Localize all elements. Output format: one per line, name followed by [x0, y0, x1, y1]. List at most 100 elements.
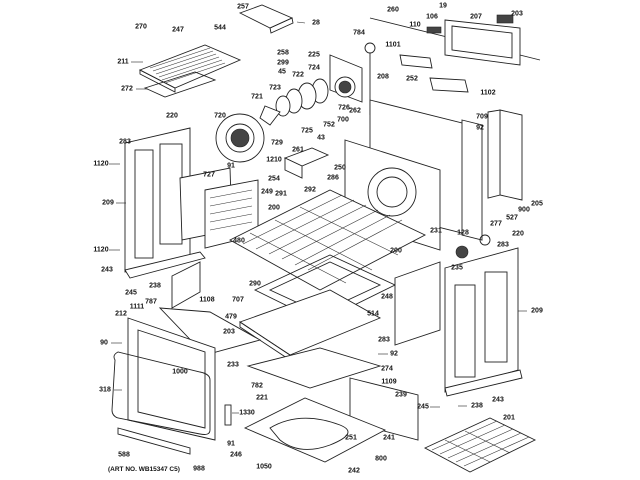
part-label-283: 283	[119, 138, 131, 146]
part-label-128: 128	[457, 229, 469, 237]
part-label-283: 283	[378, 336, 390, 344]
top-vent-panel	[138, 44, 242, 98]
part-label-1109: 1109	[381, 378, 397, 386]
part-label-220: 220	[166, 112, 178, 120]
part-label-201: 201	[503, 414, 515, 422]
cord-bracket-235	[455, 234, 491, 259]
part-label-286: 286	[327, 174, 339, 182]
part-label-726: 726	[338, 104, 350, 112]
part-label-45: 45	[278, 68, 286, 76]
part-label-209: 209	[102, 199, 114, 207]
fan-shroud-720	[215, 113, 265, 163]
part-label-241: 241	[383, 434, 395, 442]
part-label-727: 727	[203, 171, 215, 179]
part-label-209: 209	[531, 307, 543, 315]
part-label-91: 91	[227, 440, 235, 448]
art-number-caption: (ART NO. WB15347 C5)	[108, 466, 180, 473]
part-label-291: 291	[275, 190, 287, 198]
part-label-211: 211	[117, 58, 129, 66]
part-label-238: 238	[149, 282, 161, 290]
bracket-1101	[399, 54, 433, 69]
part-label-258: 258	[277, 49, 289, 57]
oven-divider-261	[283, 147, 330, 179]
part-label-752: 752	[323, 121, 335, 129]
part-label-231: 231	[430, 227, 442, 235]
part-label-246: 246	[230, 451, 242, 459]
part-label-700: 700	[337, 116, 349, 124]
part-label-203: 203	[223, 328, 235, 336]
part-label-709: 709	[476, 113, 488, 121]
oven-bottom-479	[238, 289, 382, 361]
part-label-247: 247	[172, 26, 184, 34]
part-label-245: 245	[125, 289, 137, 297]
bracket-252	[429, 77, 469, 93]
part-label-1101: 1101	[385, 41, 401, 49]
part-label-721: 721	[251, 93, 263, 101]
part-label-249: 249	[261, 188, 273, 196]
part-label-250: 250	[334, 164, 346, 172]
part-label-544: 544	[214, 24, 226, 32]
part-label-92: 92	[476, 124, 484, 132]
part-label-257: 257	[237, 3, 249, 11]
part-label-200: 200	[268, 204, 280, 212]
leveler-rail-243	[444, 369, 523, 397]
part-label-248: 248	[381, 293, 393, 301]
part-label-28: 28	[312, 19, 320, 27]
part-label-221: 221	[256, 394, 268, 402]
part-label-1111: 1111	[129, 303, 145, 311]
part-label-290: 290	[249, 280, 261, 288]
part-label-1120: 1120	[93, 160, 109, 168]
left-side-panel-209	[124, 127, 259, 279]
door-handle-588	[117, 427, 191, 455]
part-label-722: 722	[292, 71, 304, 79]
part-label-238: 238	[471, 402, 483, 410]
part-label-318: 318	[99, 386, 111, 394]
part-label-1050: 1050	[256, 463, 272, 471]
part-label-480: 480	[233, 237, 245, 245]
part-label-1108: 1108	[199, 296, 215, 304]
part-label-274: 274	[381, 365, 393, 373]
part-label-225: 225	[308, 51, 320, 59]
part-label-725: 725	[301, 127, 313, 135]
part-label-272: 272	[121, 85, 133, 93]
part-label-1000: 1000	[172, 368, 188, 376]
part-label-212: 212	[115, 310, 127, 318]
part-label-784: 784	[353, 29, 365, 37]
part-label-233: 233	[227, 361, 239, 369]
part-label-261: 261	[292, 146, 304, 154]
part-label-242: 242	[348, 467, 360, 475]
part-label-262: 262	[349, 107, 361, 115]
part-label-514: 514	[367, 310, 379, 318]
oven-door	[111, 317, 232, 441]
part-label-299: 299	[277, 59, 289, 67]
leader-lines	[109, 21, 527, 414]
part-label-200: 200	[390, 247, 402, 255]
convection-fan-assembly	[259, 54, 363, 126]
part-label-254: 254	[268, 175, 280, 183]
part-label-208: 208	[377, 73, 389, 81]
part-label-235: 235	[451, 264, 463, 272]
part-label-724: 724	[308, 64, 320, 72]
part-label-252: 252	[406, 75, 418, 83]
part-label-245: 245	[417, 403, 429, 411]
part-label-110: 110	[409, 21, 421, 29]
part-label-729: 729	[271, 139, 283, 147]
part-label-277: 277	[490, 220, 502, 228]
bake-element-plate	[243, 397, 387, 463]
right-side-panel-209	[394, 247, 519, 393]
part-label-260: 260	[387, 6, 399, 14]
part-label-800: 800	[375, 455, 387, 463]
part-label-782: 782	[251, 382, 263, 390]
bottom-panel-274	[246, 347, 382, 389]
part-label-787: 787	[145, 298, 157, 306]
part-label-239: 239	[395, 391, 407, 399]
part-label-283: 283	[497, 241, 509, 249]
part-label-243: 243	[492, 396, 504, 404]
part-label-19: 19	[439, 2, 447, 10]
part-label-90: 90	[100, 339, 108, 347]
part-label-527: 527	[506, 214, 518, 222]
part-label-91: 91	[227, 162, 235, 170]
part-label-479: 479	[225, 313, 237, 321]
part-label-720: 720	[214, 112, 226, 120]
